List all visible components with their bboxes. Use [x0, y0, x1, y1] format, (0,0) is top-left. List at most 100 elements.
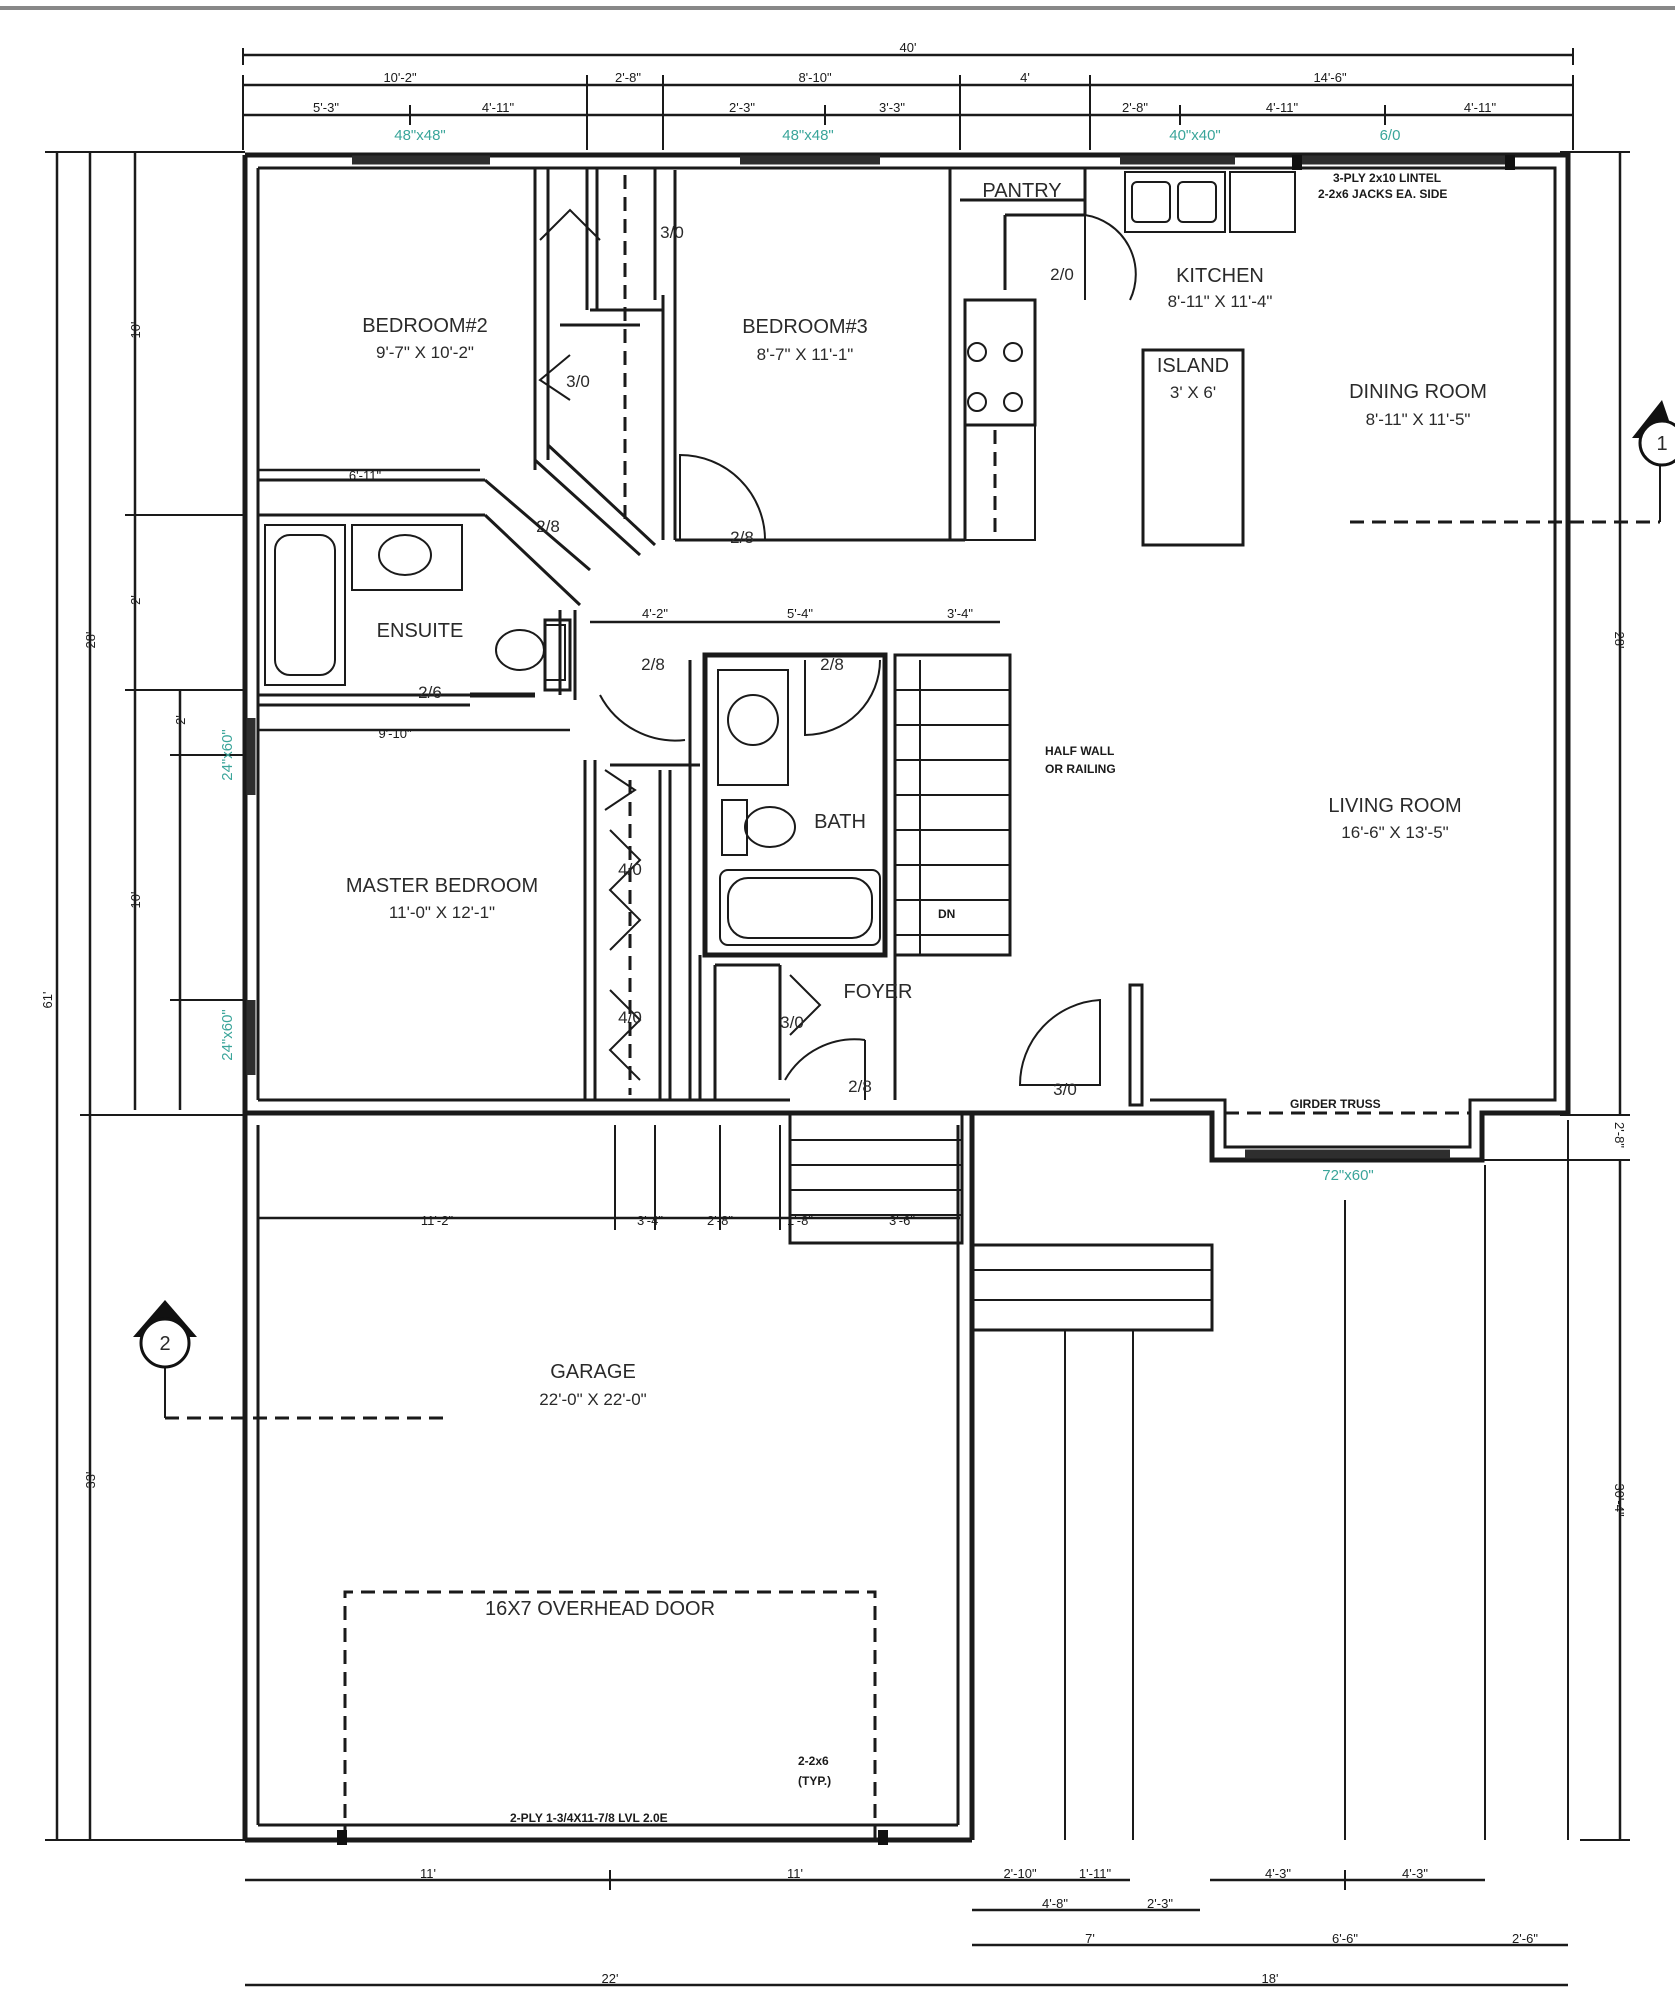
- dim-top-overall: 40': [900, 40, 917, 55]
- room-garage-size: 22'-0" X 22'-0": [539, 1390, 646, 1409]
- door-bed3-entry: 2/8: [730, 528, 754, 547]
- dim-top-l: 4'-11": [1464, 100, 1497, 115]
- room-living-name: LIVING ROOM: [1328, 795, 1461, 817]
- dim-bottom-f: 4'-3": [1402, 1866, 1428, 1881]
- dim-right-garage: 30'-4": [1612, 1483, 1627, 1517]
- door-bed2-closet: 3/0: [566, 372, 590, 391]
- dim-gar-c: 2'-8": [707, 1213, 733, 1228]
- dim-top-h: 2'-3": [729, 100, 755, 115]
- dim-bottom-overall-right: 18': [1262, 1971, 1279, 1986]
- dim-left-overall: 61': [40, 992, 55, 1009]
- room-garage-name: GARAGE: [550, 1361, 636, 1383]
- window-label-patio: 6/0: [1380, 127, 1401, 144]
- dim-hall-a: 4'-2": [642, 606, 668, 621]
- dim-bottom-g: 4'-8": [1042, 1896, 1068, 1911]
- door-ensuite-entry: 2/8: [536, 517, 560, 536]
- dim-gar-e: 3'-6": [889, 1213, 915, 1228]
- note-lintel-1: 3-PLY 2x10 LINTEL: [1333, 171, 1441, 185]
- dim-top-i: 3'-3": [879, 100, 905, 115]
- door-ensuite-pocket: 2/6: [418, 683, 442, 702]
- dim-top-j: 2'-8": [1122, 100, 1148, 115]
- dim-left-garage: 33': [83, 1472, 98, 1489]
- dim-bottom-overall-left: 22': [602, 1971, 619, 1986]
- section-marker-left: 2: [133, 1300, 197, 1369]
- note-posts-1: 2-2x6: [798, 1754, 829, 1768]
- window-label-bed3: 48"x48": [782, 127, 834, 144]
- door-foyer-closet: 3/0: [780, 1013, 804, 1032]
- room-master-name: MASTER BEDROOM: [346, 875, 538, 897]
- dim-gar-b: 3'-4": [637, 1213, 663, 1228]
- dim-top-k: 4'-11": [1266, 100, 1299, 115]
- room-kitchen-size: 8'-11" X 11'-4": [1168, 292, 1273, 311]
- note-half-wall-2: OR RAILING: [1045, 762, 1116, 776]
- dim-top-d: 4': [1020, 70, 1030, 85]
- room-living-size: 16'-6" X 13'-5": [1341, 823, 1448, 842]
- section-marker-right-number: 1: [1656, 433, 1667, 455]
- room-island-size: 3' X 6': [1170, 383, 1216, 402]
- dim-bottom-k: 2'-6": [1512, 1931, 1538, 1946]
- note-stair-dn: DN: [938, 907, 955, 921]
- dim-hall-b: 5'-4": [787, 606, 813, 621]
- note-girder-truss: GIRDER TRUSS: [1290, 1097, 1381, 1111]
- window-label-kitchen: 40"x40": [1169, 127, 1221, 144]
- note-lintel-2: 2-2x6 JACKS EA. SIDE: [1318, 187, 1447, 201]
- room-island-name: ISLAND: [1157, 355, 1229, 377]
- door-front-entry: 3/0: [1053, 1080, 1077, 1099]
- dim-left-house: 28': [83, 632, 98, 649]
- dim-right-house: 28': [1612, 632, 1627, 649]
- note-overhead-door: 16X7 OVERHEAD DOOR: [485, 1598, 715, 1620]
- note-garage-header: 2-PLY 1-3/4X11-7/8 LVL 2.0E: [510, 1811, 668, 1825]
- dim-bottom-c: 2'-10": [1003, 1866, 1037, 1881]
- door-master-closet-a: 4/0: [618, 860, 642, 879]
- room-ensuite-name: ENSUITE: [377, 620, 464, 642]
- door-swings: [538, 208, 1137, 1100]
- door-master-closet-b: 4/0: [618, 1008, 642, 1027]
- room-bedroom3-name: BEDROOM#3: [742, 316, 868, 338]
- room-bedroom3-size: 8'-7" X 11'-1": [757, 345, 854, 364]
- dim-top-c: 8'-10": [798, 70, 832, 85]
- room-dining-name: DINING ROOM: [1349, 381, 1487, 403]
- door-pantry: 2/0: [1050, 265, 1074, 284]
- left-dimension-lines: [45, 151, 245, 1841]
- right-dimension-lines: [1480, 151, 1630, 1841]
- dim-bed2-width: 6'-11": [349, 468, 382, 483]
- door-garage-entry: 2/8: [848, 1077, 872, 1096]
- dim-hall-c: 3'-4": [947, 606, 973, 621]
- dim-bottom-h: 2'-3": [1147, 1896, 1173, 1911]
- room-kitchen-name: KITCHEN: [1176, 265, 1264, 287]
- dim-top-g: 4'-11": [482, 100, 515, 115]
- dim-left-d: 2': [173, 715, 188, 725]
- section-marker-left-number: 2: [159, 1333, 170, 1355]
- window-label-front: 72"x60": [1322, 1167, 1374, 1184]
- room-pantry-name: PANTRY: [982, 180, 1061, 202]
- dim-top-b: 2'-8": [615, 70, 641, 85]
- windows: [246, 155, 1515, 1159]
- dim-right-step: 2'-8": [1612, 1122, 1627, 1148]
- door-bed3-closet: 3/0: [660, 223, 684, 242]
- room-master-size: 11'-0" X 12'-1": [389, 903, 495, 922]
- note-half-wall-1: HALF WALL: [1045, 744, 1114, 758]
- dim-gar-d: 1'-8": [787, 1213, 813, 1228]
- top-dimension-lines: [242, 48, 1574, 150]
- note-posts-2: (TYP.): [798, 1774, 831, 1788]
- dim-left-b: 2': [128, 595, 143, 605]
- dim-master-width: 9'-10": [378, 726, 412, 741]
- window-label-bed2: 48"x48": [394, 127, 446, 144]
- dim-bottom-i: 7': [1085, 1931, 1095, 1946]
- door-hall-bath: 2/8: [820, 655, 844, 674]
- room-dining-size: 8'-11" X 11'-5": [1366, 410, 1471, 429]
- interior-dimension-lines: [245, 468, 1568, 1987]
- dim-top-e: 14'-6": [1313, 70, 1347, 85]
- dim-bottom-e: 4'-3": [1265, 1866, 1291, 1881]
- dim-left-c: 10': [128, 892, 143, 909]
- dim-top-f: 5'-3": [313, 100, 339, 115]
- door-hall-left: 2/8: [641, 655, 665, 674]
- dim-left-a: 10': [128, 322, 143, 339]
- dim-bottom-j: 6'-6": [1332, 1931, 1358, 1946]
- window-label-master-b: 24"x60": [219, 1009, 236, 1061]
- dim-top-a: 10'-2": [383, 70, 417, 85]
- dim-bottom-d: 1'-11": [1079, 1866, 1112, 1881]
- dim-bottom-a: 11': [420, 1866, 436, 1881]
- section-marker-right: 1: [1632, 400, 1675, 467]
